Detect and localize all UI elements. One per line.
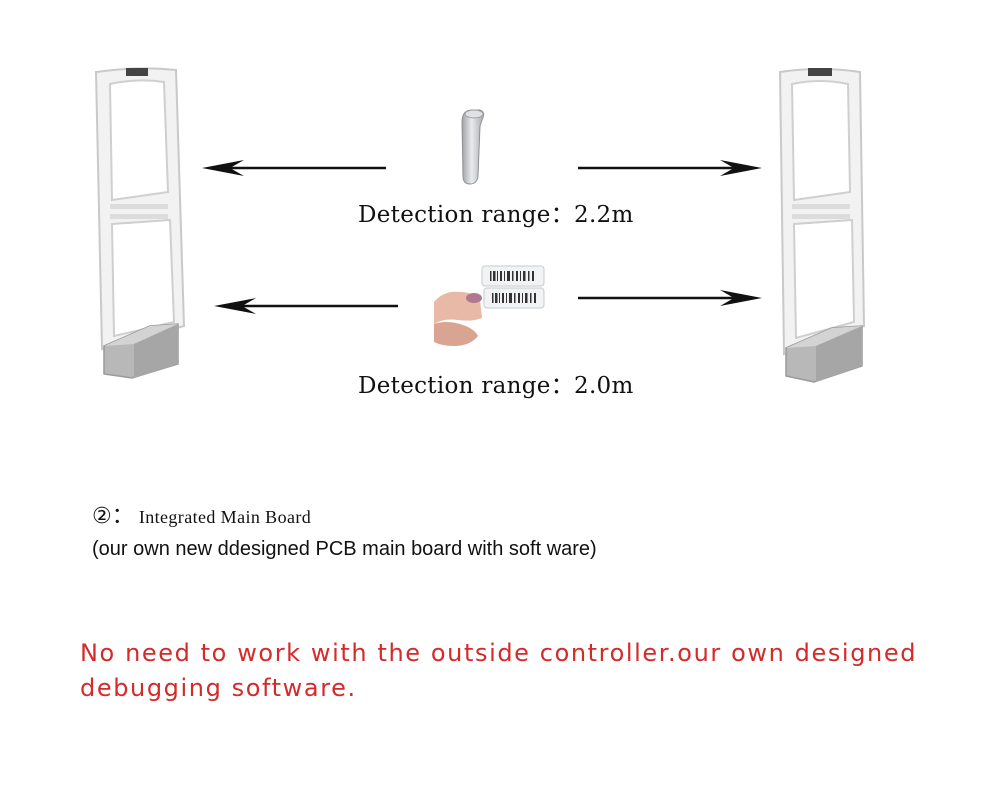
- controller-note: No need to work with the outside control…: [80, 639, 918, 702]
- arrow-icon: [578, 290, 762, 306]
- hard-tag-icon: [461, 109, 485, 185]
- antenna-gate-icon: [778, 68, 866, 383]
- right-antenna-gate: [772, 64, 882, 394]
- left-antenna-gate: [92, 64, 202, 394]
- hard-tag-detection-range: Detection range：2.2m: [358, 202, 634, 228]
- soft-label-icon: [434, 265, 545, 346]
- arrow-right-bottom: [576, 288, 766, 308]
- arrow-right-top: [576, 158, 766, 178]
- board-heading: ②： Integrated Main Board: [92, 498, 311, 530]
- arrow-left-top: [200, 158, 390, 178]
- board-title: Integrated Main Board: [138, 507, 312, 527]
- arrow-icon: [214, 298, 398, 314]
- hard-tag-image: [450, 106, 494, 190]
- arrow-icon: [202, 160, 386, 176]
- antenna-gate-icon: [94, 67, 186, 379]
- soft-label-detection-range: Detection range：2.0m: [358, 373, 634, 399]
- section-number: ②：: [92, 504, 134, 529]
- arrow-icon: [578, 160, 762, 176]
- soft-label-image: [434, 262, 546, 354]
- arrow-left-bottom: [212, 296, 402, 316]
- board-description: (our own new ddesigned PCB main board wi…: [92, 538, 597, 560]
